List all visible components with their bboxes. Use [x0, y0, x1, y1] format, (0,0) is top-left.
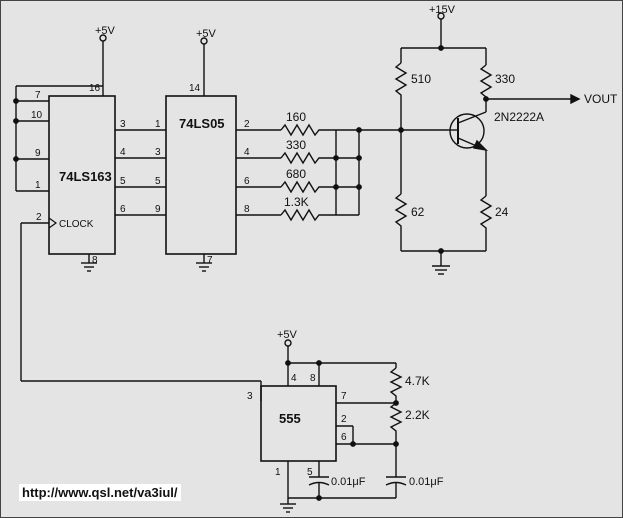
pin-label: 6	[341, 432, 347, 443]
transistor-2n2222a	[449, 113, 485, 149]
counter-chip	[48, 95, 116, 255]
resistor-label: 160	[286, 110, 306, 124]
pin-label: 1	[155, 119, 161, 130]
output-label: VOUT	[584, 92, 618, 106]
resistor-label: 680	[286, 167, 306, 181]
pin-label: 1	[275, 467, 281, 478]
pin-label: 5	[120, 176, 126, 187]
capacitor-label: 0.01μF	[409, 476, 444, 488]
supply-label: +5V	[95, 25, 116, 37]
inverter-chip-label: 74LS05	[179, 116, 225, 131]
pin-label: 7	[207, 255, 213, 266]
resistor-1k3	[280, 208, 336, 222]
counter-chip-label: 74LS163	[59, 169, 112, 184]
supply-inverter: +5V	[196, 28, 217, 96]
pin-label: 1	[35, 180, 41, 191]
resistor-label: 1.3K	[284, 195, 309, 209]
supply-label: +15V	[429, 4, 456, 16]
resistor-24	[479, 195, 493, 251]
pin-label: 8	[310, 373, 316, 384]
supply-counter: +5V	[95, 25, 116, 96]
pin-label: 3	[247, 391, 253, 402]
pin-label: 5	[307, 467, 313, 478]
pin-label: 2	[36, 212, 42, 223]
resistor-680	[280, 180, 336, 194]
pin-label: 4	[120, 147, 126, 158]
pin-label: 8	[244, 204, 250, 215]
timer-chip-label: 555	[279, 411, 301, 426]
pin-label: 5	[155, 176, 161, 187]
source-url: http://www.qsl.net/va3iul/	[19, 484, 181, 501]
pin-label: 7	[341, 391, 347, 402]
pin-label: 2	[244, 119, 250, 130]
resistor-2k2	[389, 402, 403, 446]
resistor-label: 2.2K	[405, 408, 430, 422]
resistor-510	[394, 62, 408, 130]
resistor-label: 330	[495, 72, 515, 86]
resistor-330	[280, 151, 336, 165]
pin-label: 3	[155, 147, 161, 158]
pin-label: 16	[89, 83, 101, 94]
resistor-62	[394, 193, 408, 251]
pin-label: 9	[35, 148, 41, 159]
pin-label: 10	[31, 110, 43, 121]
pin-label: 4	[291, 373, 297, 384]
resistor-label: 510	[411, 72, 431, 86]
inverter-chip	[165, 95, 237, 255]
transistor-label: 2N2222A	[494, 110, 544, 124]
pin-label: 7	[35, 90, 41, 101]
supply-label: +5V	[277, 329, 298, 341]
pin-label: 6	[120, 204, 126, 215]
resistor-label: 4.7K	[405, 374, 430, 388]
supply-label: +5V	[196, 28, 217, 40]
timer-chip	[260, 385, 337, 462]
pin-label: 2	[341, 414, 347, 425]
resistor-label: 62	[411, 205, 425, 219]
resistor-4k7	[389, 367, 403, 403]
pin-label: 14	[189, 83, 201, 94]
pin-label: 4	[244, 147, 250, 158]
pin-label: 3	[120, 119, 126, 130]
pin-label: 8	[92, 255, 98, 266]
pin-label: 6	[244, 176, 250, 187]
clock-input-label: CLOCK	[59, 219, 94, 230]
resistor-label: 24	[495, 205, 509, 219]
pin-label: 9	[155, 204, 161, 215]
resistor-330-collector	[479, 64, 493, 112]
resistor-160	[280, 123, 336, 137]
resistor-label: 330	[286, 138, 306, 152]
capacitor-label: 0.01μF	[331, 476, 366, 488]
